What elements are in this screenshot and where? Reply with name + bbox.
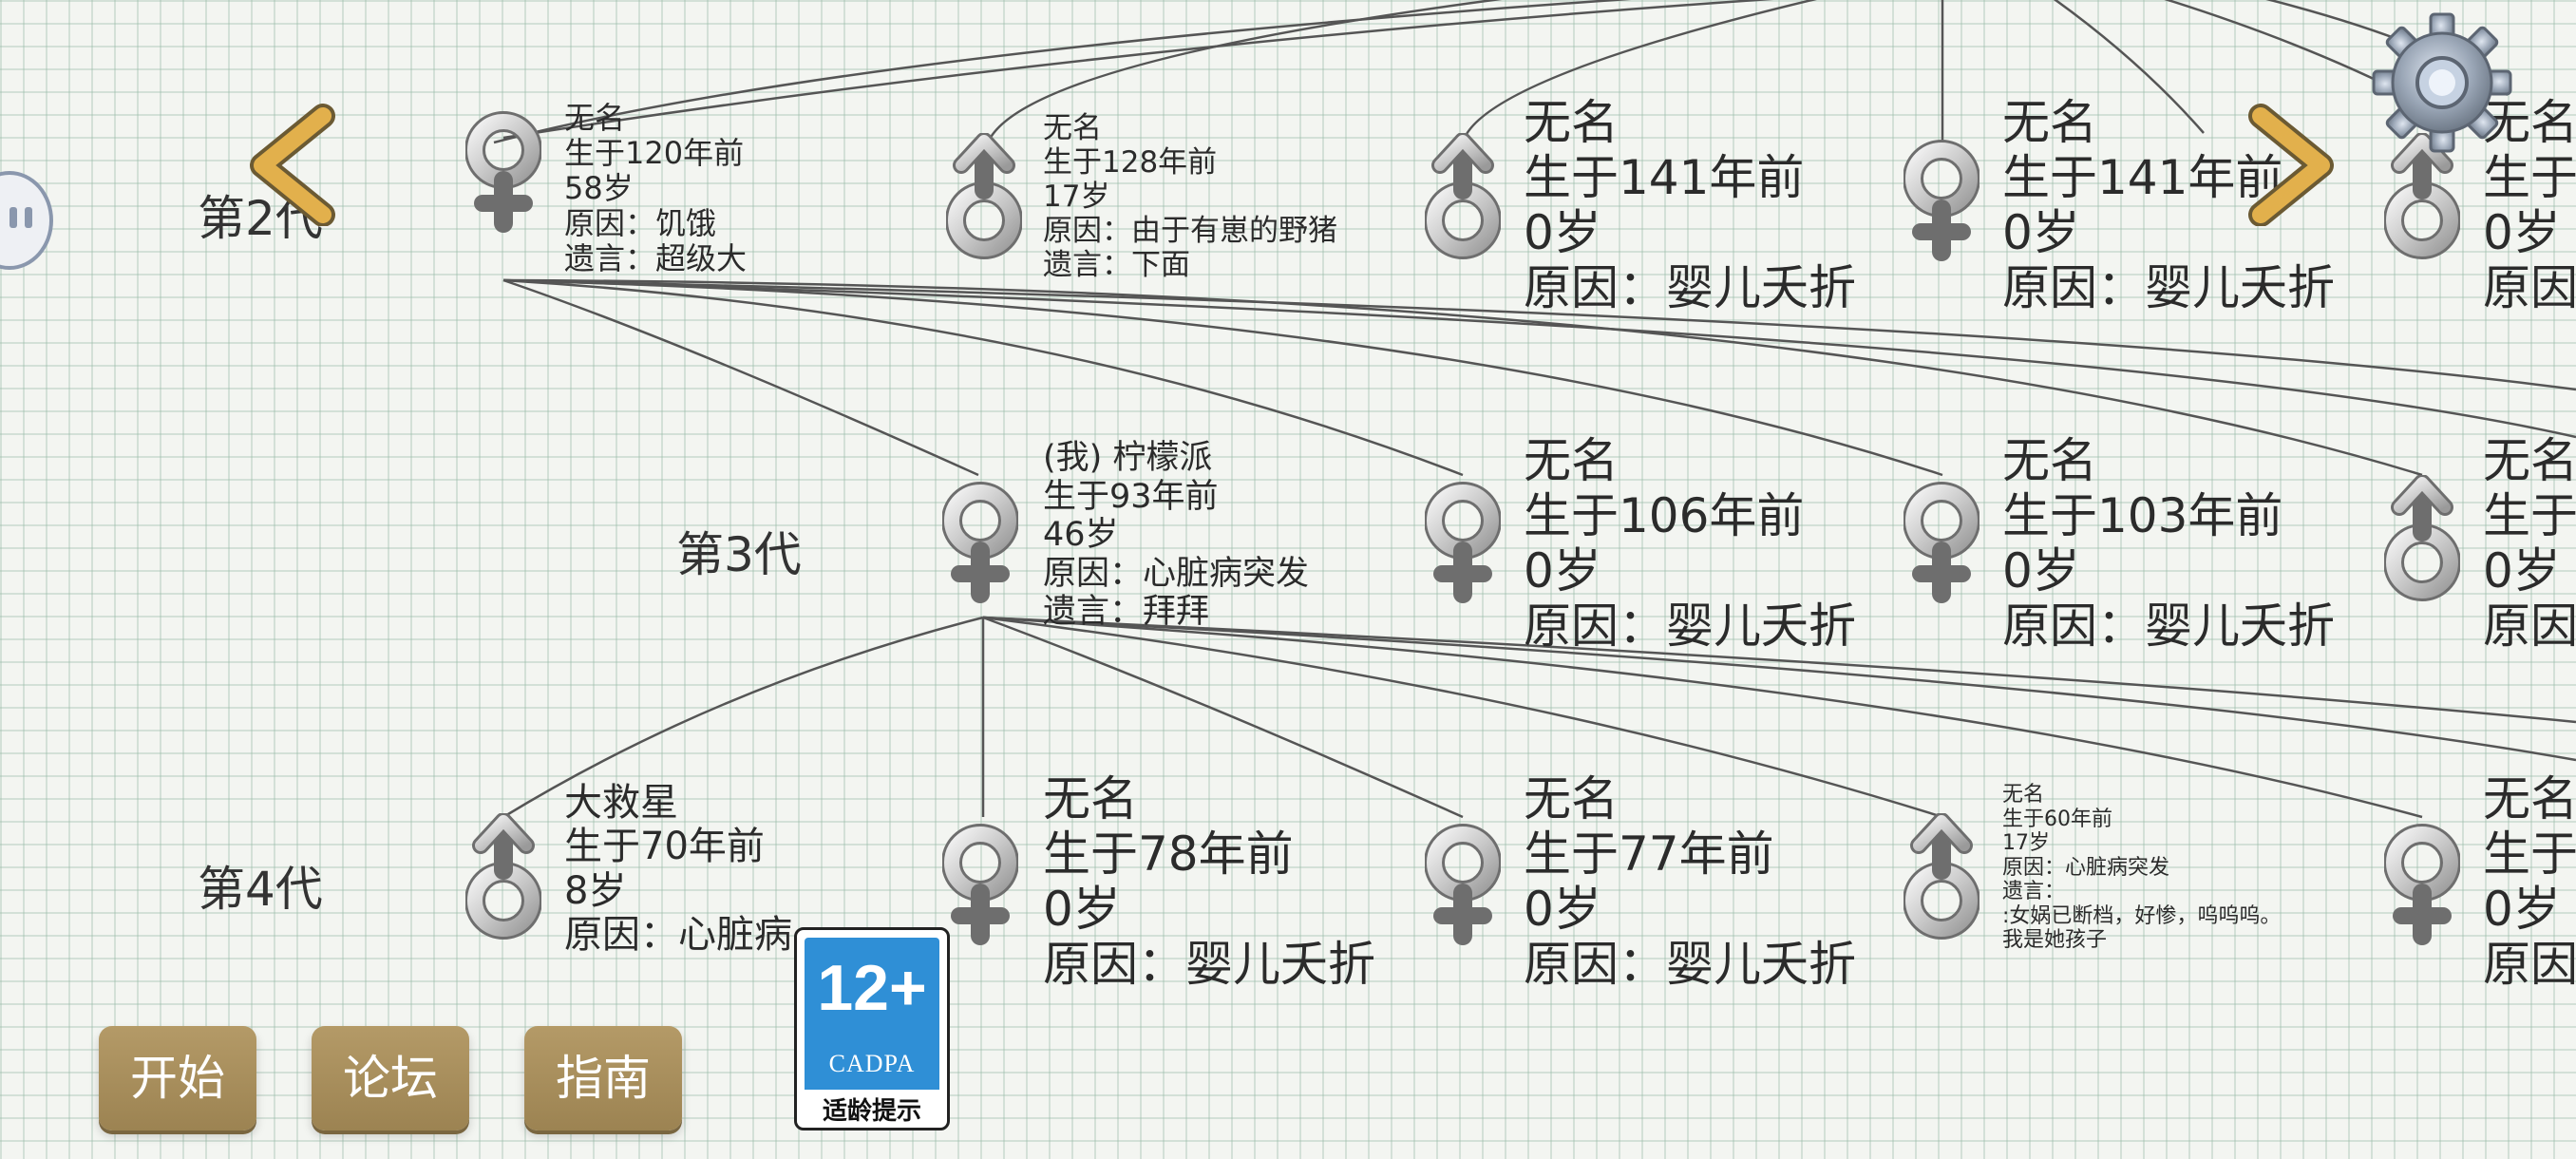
female-symbol-icon	[1425, 817, 1501, 950]
person-cause: 原因：心脏病突发	[1043, 554, 1310, 593]
person-last-words: 遗言：拜拜	[1043, 593, 1210, 632]
chevron-left-icon[interactable]	[239, 103, 344, 226]
male-symbol-icon	[2384, 475, 2460, 608]
age-rating-caption: 适龄提示	[822, 1097, 921, 1126]
person-last-words: 遗言：	[2002, 880, 2066, 904]
person-name: 无名	[2483, 771, 2576, 826]
age-rating-badge: 12+ CADPA 适龄提示	[794, 927, 950, 1130]
person-last-words: 遗言：下面	[1043, 247, 1190, 282]
person-born: 生于120年前	[564, 135, 745, 172]
person-age: 0岁	[2483, 882, 2561, 937]
person-name: 无名	[2483, 433, 2576, 488]
person-born: 生于78年前	[1043, 826, 1294, 882]
person-age: 0岁	[1524, 882, 1601, 937]
chevron-right-icon[interactable]	[2240, 103, 2344, 226]
guide-button[interactable]: 指南	[524, 1026, 682, 1130]
person-name: 无名	[1524, 771, 1619, 826]
generation-label-4: 第4代	[198, 862, 323, 917]
person-cause: 原因	[2483, 937, 2576, 992]
person-born: 生于128年前	[1043, 144, 1218, 180]
male-symbol-icon	[1425, 133, 1501, 266]
person-name: 无名	[1043, 771, 1138, 826]
person-cause: 原因：婴儿夭折	[1524, 937, 1856, 992]
person-name: 无名	[564, 100, 626, 136]
person-born: 生于	[2483, 826, 2576, 882]
person-name: 无名	[2002, 783, 2045, 807]
person-cause: 原因：婴儿夭折	[1524, 260, 1856, 315]
female-symbol-icon	[1904, 133, 1979, 266]
person-age: 0岁	[2483, 205, 2561, 260]
person-age: 0岁	[1524, 543, 1601, 598]
person-last-words-line: :女娲已断档，好惨，呜呜呜。	[2002, 903, 2282, 928]
person-name: 无名	[2002, 433, 2097, 488]
person-cause: 原因：心脏病	[564, 913, 792, 958]
female-symbol-icon	[942, 817, 1018, 950]
female-symbol-icon	[2384, 817, 2460, 950]
person-name: 大救星	[564, 781, 678, 825]
person-age: 0岁	[1043, 882, 1121, 937]
female-symbol-icon	[465, 104, 541, 238]
person-name: (我) 柠檬派	[1043, 439, 1213, 477]
person-name: 无名	[1524, 433, 1619, 488]
person-born: 生于77年前	[1524, 826, 1774, 882]
person-cause: 原因：婴儿夭折	[2002, 598, 2335, 654]
male-symbol-icon	[465, 813, 541, 946]
person-born: 生于	[2483, 488, 2576, 543]
person-cause: 原因：由于有崽的野猪	[1043, 213, 1337, 248]
person-born: 生于106年前	[1524, 488, 1805, 543]
person-age: 8岁	[564, 868, 627, 913]
person-name: 无名	[2002, 95, 2097, 150]
person-age: 46岁	[1043, 516, 1119, 555]
age-rating-number: 12+	[817, 952, 927, 1024]
person-cause: 原因：心脏病突发	[2002, 855, 2170, 880]
person-born: 生于70年前	[564, 825, 765, 869]
age-rating-org: CADPA	[828, 1050, 916, 1077]
person-age: 0岁	[1524, 205, 1601, 260]
forum-button[interactable]: 论坛	[312, 1026, 469, 1130]
person-age: 17岁	[1043, 179, 1110, 214]
person-born: 生于	[2483, 150, 2576, 205]
person-age: 0岁	[2002, 205, 2080, 260]
person-born: 生于60年前	[2002, 807, 2112, 831]
person-born: 生于141年前	[2002, 150, 2283, 205]
person-born: 生于103年前	[2002, 488, 2283, 543]
person-last-words: 遗言：超级大	[564, 240, 748, 277]
person-age: 0岁	[2483, 543, 2561, 598]
person-name: 无名	[1524, 95, 1619, 150]
female-symbol-icon	[1425, 475, 1501, 608]
person-born: 生于93年前	[1043, 477, 1219, 516]
person-age: 0岁	[2002, 543, 2080, 598]
person-name: 无名	[1043, 111, 1102, 145]
pause-icon	[25, 207, 32, 228]
gear-icon[interactable]	[2371, 11, 2513, 154]
person-cause: 原因：婴儿夭折	[1524, 598, 1856, 654]
pause-icon	[9, 207, 17, 228]
person-cause: 原因	[2483, 260, 2576, 315]
female-symbol-icon	[942, 475, 1018, 608]
age-rating-panel: 12+ CADPA	[805, 938, 939, 1090]
person-age: 17岁	[2002, 831, 2050, 856]
person-born: 生于141年前	[1524, 150, 1805, 205]
generation-label-3: 第3代	[676, 527, 802, 582]
start-button[interactable]: 开始	[99, 1026, 256, 1130]
female-symbol-icon	[1904, 475, 1979, 608]
male-symbol-icon	[946, 133, 1022, 266]
person-cause: 原因：婴儿夭折	[2002, 260, 2335, 315]
person-cause: 原因	[2483, 598, 2576, 654]
person-cause: 原因：饥饿	[564, 205, 717, 242]
person-last-words-line: 我是她孩子	[2002, 928, 2108, 953]
person-name: 无名	[2483, 95, 2576, 150]
person-age: 58岁	[564, 170, 634, 207]
male-symbol-icon	[1904, 813, 1979, 946]
person-cause: 原因：婴儿夭折	[1043, 937, 1375, 992]
